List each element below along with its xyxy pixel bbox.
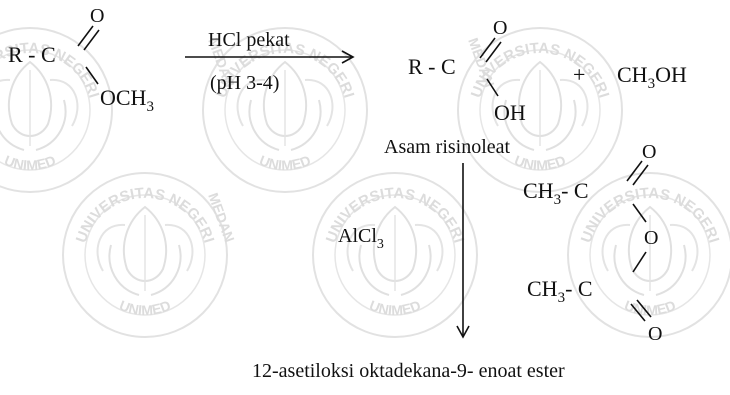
watermark-bottom-text: UNIMED	[257, 152, 313, 173]
reactant-double-bond	[83, 29, 100, 51]
anhydride-double-bond-bottom	[630, 303, 646, 322]
anhydride-double-bond-top	[632, 164, 649, 186]
reactant-carbonyl-oxygen: O	[90, 5, 104, 27]
reactant-r-group: R - C	[8, 42, 56, 67]
watermark-bottom-text: UNIMED	[622, 297, 678, 318]
svg-text:UNIMED: UNIMED	[622, 297, 678, 318]
reactant-single-bond	[85, 66, 99, 85]
anhydride-methyl-bottom: CH3- C	[527, 276, 593, 306]
reactant-double-bond	[77, 25, 94, 47]
acid-carbonyl-oxygen: O	[493, 17, 507, 39]
step1-reagent: HCl pekat	[208, 29, 290, 51]
anhydride-bridge-oxygen: O	[644, 227, 658, 249]
anhydride-bond-from-bridge	[632, 251, 647, 273]
svg-text:UNIMED: UNIMED	[257, 152, 313, 173]
reactant-methyl-ester: R - C O OCH3	[8, 5, 154, 115]
anhydride-double-bond-bottom	[636, 299, 652, 318]
svg-text:UNIMED: UNIMED	[367, 297, 423, 318]
acid-double-bond	[485, 41, 502, 63]
step1-condition: (pH 3-4)	[210, 72, 279, 94]
step2-arrow-head	[456, 325, 470, 339]
anhydride-methyl-top: CH3- C	[523, 178, 589, 208]
anhydride-bond-to-bridge	[632, 203, 647, 223]
byproduct-methanol: + CH3OH	[573, 62, 687, 92]
acid-r-group: R - C	[408, 54, 456, 79]
plus-sign: +	[573, 62, 585, 87]
reaction-step-1: HCl pekat (pH 3-4)	[185, 29, 355, 94]
acid-hydroxyl: OH	[494, 100, 526, 125]
acetic-anhydride: CH3- C O O CH3- C O	[523, 141, 662, 345]
anhydride-double-bond-top	[626, 160, 643, 182]
step1-arrow-head	[341, 50, 355, 64]
watermark-bottom-text: UNIMED	[117, 297, 173, 318]
acid-name: Asam risinoleat	[384, 136, 511, 158]
step2-catalyst: AlCl3	[338, 225, 384, 252]
reaction-step-2: AlCl3	[338, 163, 470, 339]
acid-single-bond	[486, 78, 499, 97]
watermark-bottom-text: UNIMED	[2, 152, 58, 173]
watermark-bottom-text: UNIMED	[367, 297, 423, 318]
reactant-ester-group: OCH3	[100, 85, 154, 115]
svg-text:UNIMED: UNIMED	[117, 297, 173, 318]
acid-double-bond	[479, 37, 496, 59]
anhydride-carbonyl-oxygen-bottom: O	[648, 323, 662, 345]
methanol-formula: CH3OH	[617, 62, 687, 92]
svg-text:UNIMED: UNIMED	[2, 152, 58, 173]
watermark-bottom-text: UNIMED	[512, 152, 568, 173]
product-ricinoleic-acid: R - C O OH Asam risinoleat	[384, 17, 526, 158]
svg-text:UNIMED: UNIMED	[512, 152, 568, 173]
anhydride-carbonyl-oxygen-top: O	[642, 141, 656, 163]
final-product-name: 12-asetiloksi oktadekana-9- enoat ester	[252, 360, 565, 382]
